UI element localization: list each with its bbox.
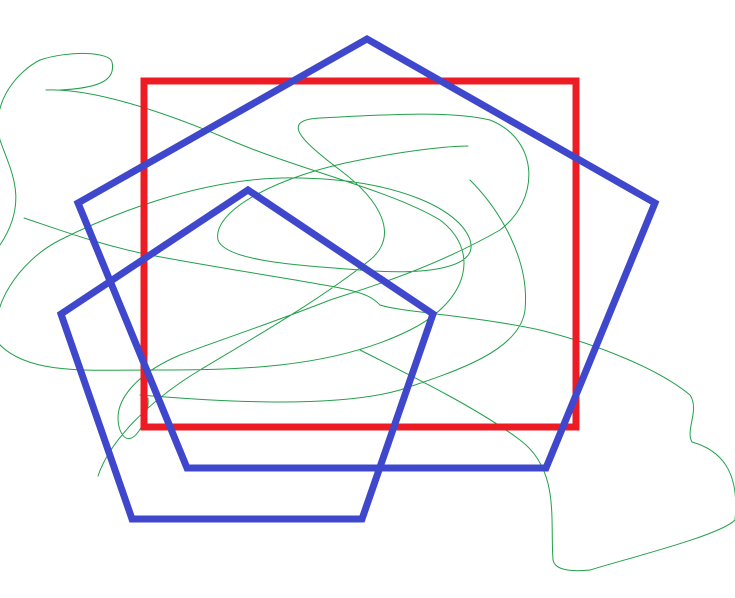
green-freehand-curve <box>0 53 735 572</box>
red-rectangle <box>140 77 580 431</box>
large-blue-pentagon <box>73 34 660 472</box>
small-blue-pentagon <box>56 185 438 523</box>
